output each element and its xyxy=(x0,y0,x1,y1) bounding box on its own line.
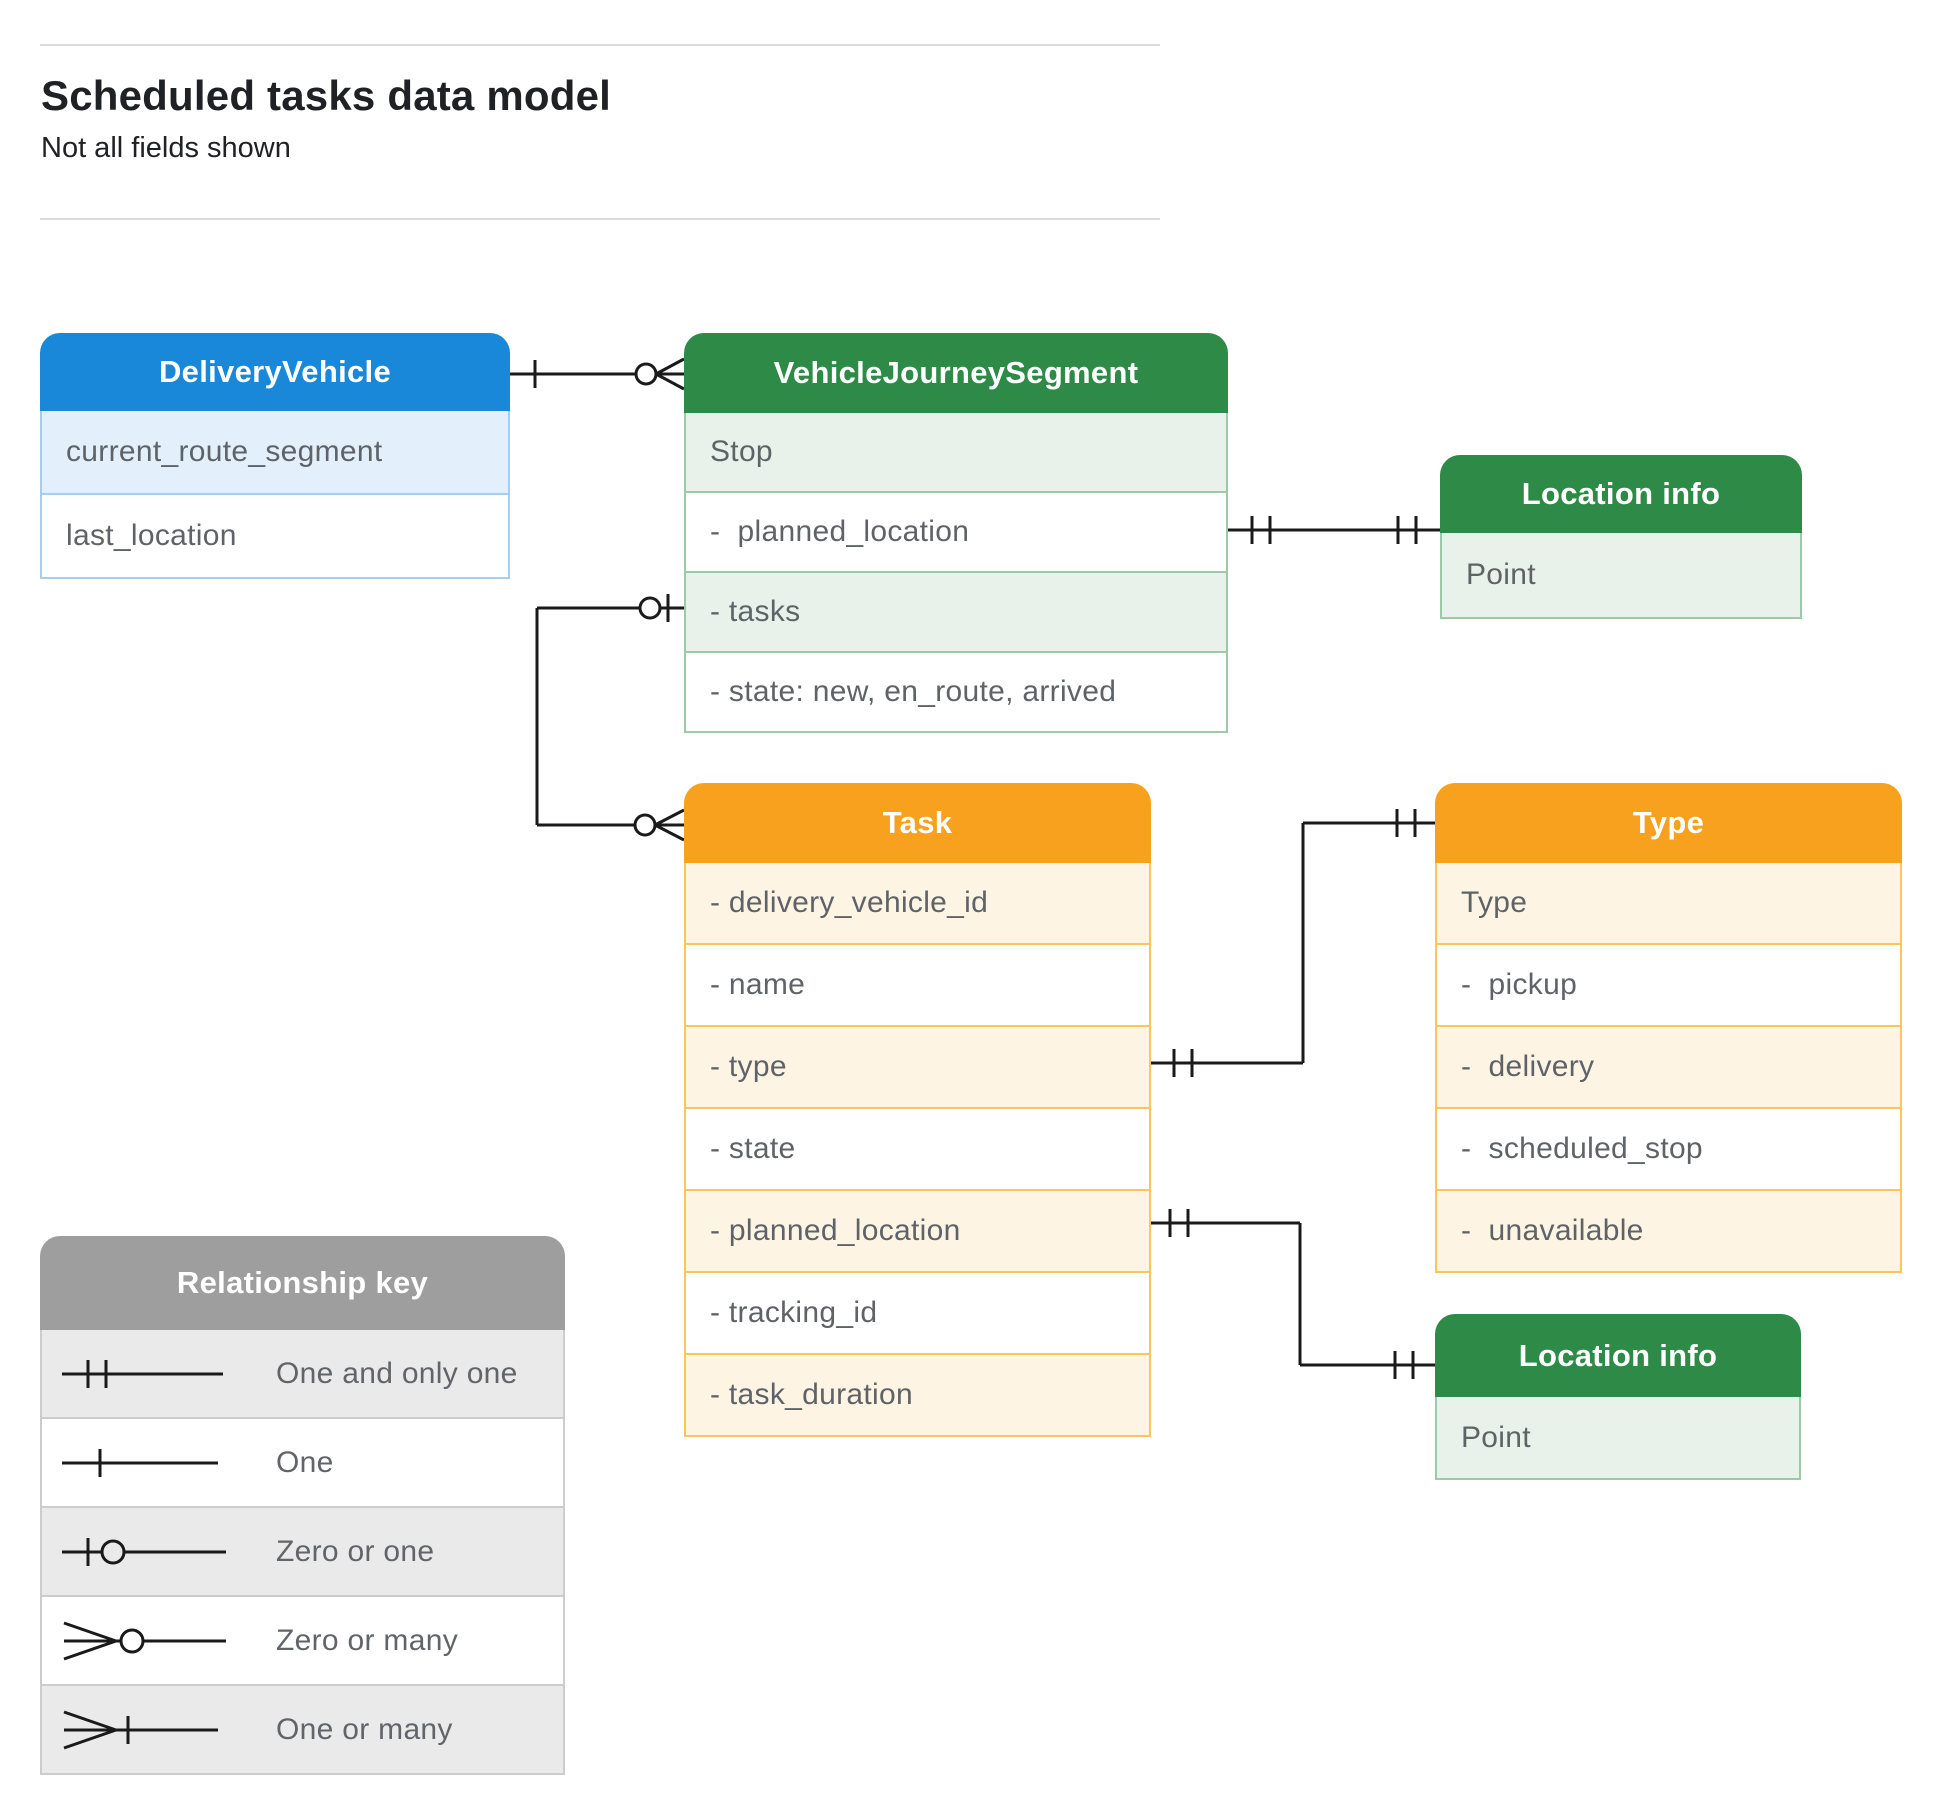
field-row: - task_duration xyxy=(686,1355,1149,1435)
zero-circle xyxy=(638,596,662,620)
field-row: - name xyxy=(686,945,1149,1027)
connector-tasktype-to-type xyxy=(1151,809,1435,1077)
field-row: - state xyxy=(686,1109,1149,1191)
field-row: - tracking_id xyxy=(686,1273,1149,1355)
relationship-key-legend: Relationship key One and only one One xyxy=(40,1236,565,1775)
field-row: - planned_location xyxy=(686,493,1226,573)
entity-body: Point xyxy=(1435,1397,1801,1480)
field-row: - delivery xyxy=(1437,1027,1900,1109)
page-title: Scheduled tasks data model xyxy=(41,72,612,119)
title-bottom-divider xyxy=(40,218,1160,220)
field-row: - type xyxy=(686,1027,1149,1109)
field-row: - scheduled_stop xyxy=(1437,1109,1900,1191)
field-row: - pickup xyxy=(1437,945,1900,1027)
legend-row-one-or-many: One or many xyxy=(42,1686,563,1773)
one-icon xyxy=(62,1448,218,1477)
connector-tasks-to-task xyxy=(535,594,685,842)
legend-row-one: One xyxy=(42,1419,563,1508)
many-crowfoot xyxy=(654,808,685,842)
zero-or-one-icon xyxy=(62,1537,226,1566)
entity-header: DeliveryVehicle xyxy=(40,333,510,411)
legend-row-zero-or-one: Zero or one xyxy=(42,1508,563,1597)
top-divider xyxy=(40,44,1160,46)
entity-type: Type Type - pickup - delivery - schedule… xyxy=(1435,783,1902,1273)
zero-circle xyxy=(633,813,657,837)
one-or-many-icon xyxy=(63,1710,218,1749)
entity-body: - delivery_vehicle_id - name - type - st… xyxy=(684,863,1151,1437)
field-row: - state: new, en_route, arrived xyxy=(686,653,1226,731)
legend-row-zero-or-many: Zero or many xyxy=(42,1597,563,1686)
many-crowfoot xyxy=(655,357,685,391)
entity-body: Type - pickup - delivery - scheduled_sto… xyxy=(1435,863,1902,1273)
field-row: Stop xyxy=(686,413,1226,493)
entity-delivery-vehicle: DeliveryVehicle current_route_segment la… xyxy=(40,333,510,579)
page-subtitle: Not all fields shown xyxy=(41,132,291,164)
zero-or-many-icon xyxy=(63,1621,226,1660)
connector-plannedlocation-to-locationinfo-top xyxy=(1228,516,1440,544)
field-row: - planned_location xyxy=(686,1191,1149,1273)
field-row: - unavailable xyxy=(1437,1191,1900,1271)
legend-header: Relationship key xyxy=(40,1236,565,1330)
entity-header: Task xyxy=(684,783,1151,863)
one-and-only-one-icon xyxy=(62,1359,223,1388)
entity-header: Location info xyxy=(1440,455,1802,533)
entity-header: Location info xyxy=(1435,1314,1801,1397)
legend-row-one-and-only-one: One and only one xyxy=(42,1330,563,1419)
field-row: Type xyxy=(1437,863,1900,945)
zero-circle xyxy=(634,362,658,386)
field-row: current_route_segment xyxy=(42,411,508,495)
field-row: Point xyxy=(1442,533,1800,617)
field-row: last_location xyxy=(42,495,508,577)
connector-taskplannedlocation-to-locationinfo-bottom xyxy=(1151,1209,1435,1379)
entity-body: current_route_segment last_location xyxy=(40,411,510,579)
entity-task: Task - delivery_vehicle_id - name - type… xyxy=(684,783,1151,1437)
entity-body: Point xyxy=(1440,533,1802,619)
entity-header: VehicleJourneySegment xyxy=(684,333,1228,413)
legend-body: One and only one One Zero or one xyxy=(40,1330,565,1775)
field-row: - delivery_vehicle_id xyxy=(686,863,1149,945)
entity-location-info-top: Location info Point xyxy=(1440,455,1802,619)
entity-body: Stop - planned_location - tasks - state:… xyxy=(684,413,1228,733)
field-row: Point xyxy=(1437,1397,1799,1478)
entity-location-info-bottom: Location info Point xyxy=(1435,1314,1801,1480)
connector-deliveryvehicle-to-vehiclejourneysegment xyxy=(510,357,685,391)
field-row: - tasks xyxy=(686,573,1226,653)
entity-header: Type xyxy=(1435,783,1902,863)
entity-vehicle-journey-segment: VehicleJourneySegment Stop - planned_loc… xyxy=(684,333,1228,733)
